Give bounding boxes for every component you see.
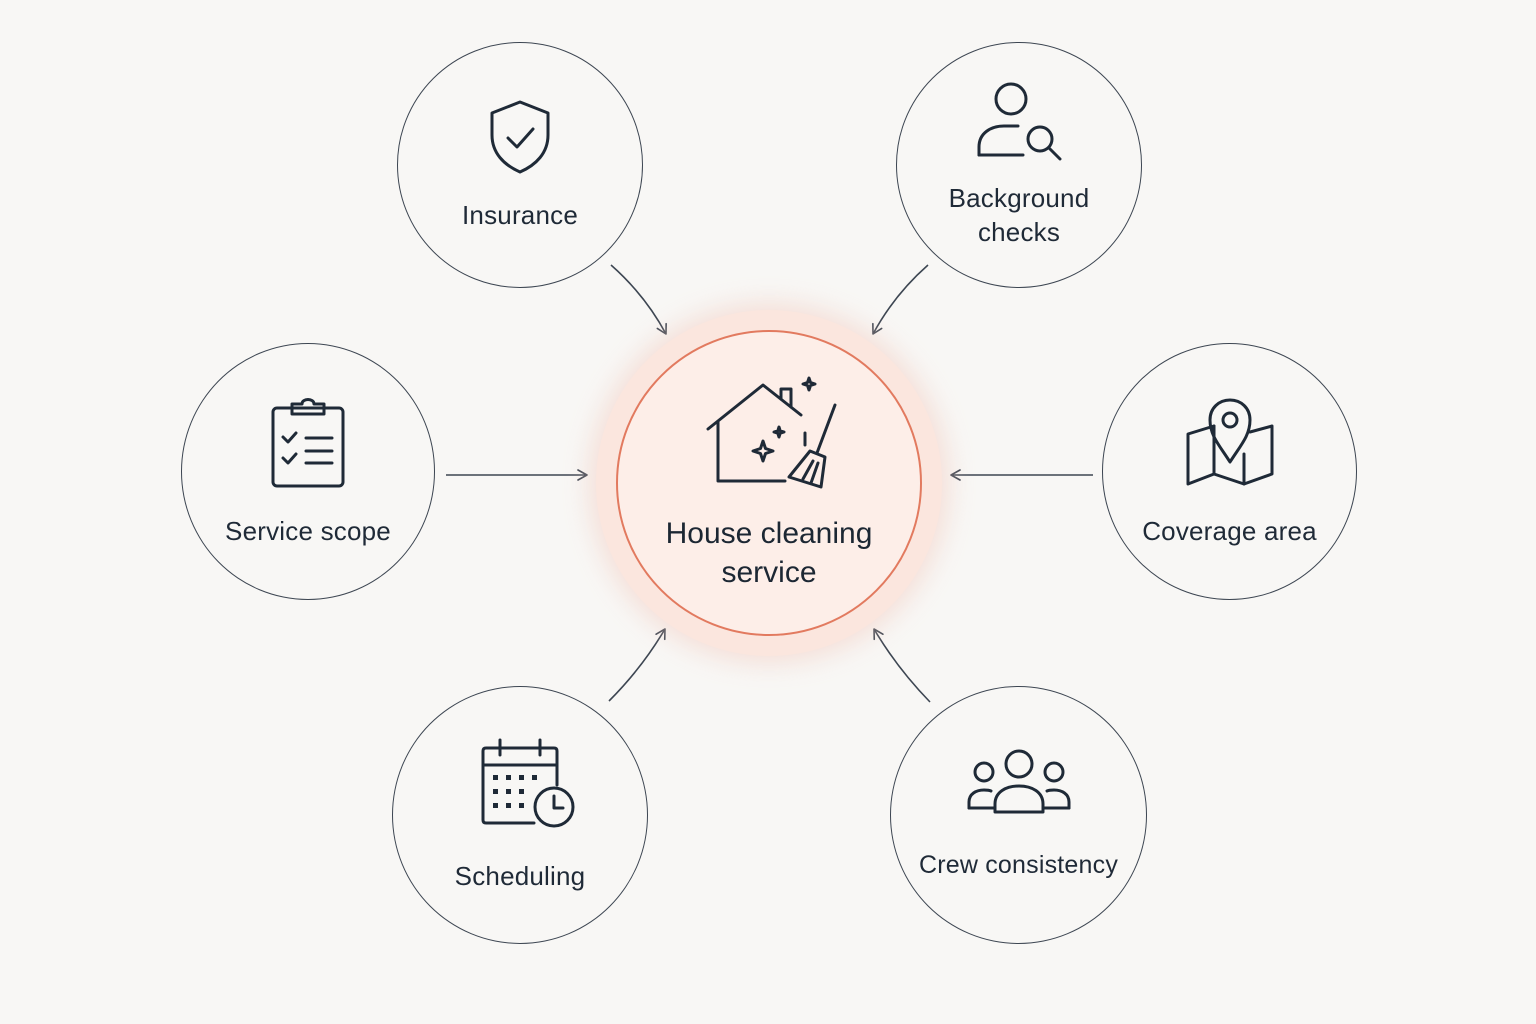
person-search-icon bbox=[973, 81, 1065, 161]
node-service-scope: Service scope bbox=[181, 343, 435, 600]
arrow-background bbox=[872, 264, 929, 335]
clipboard-checklist-icon bbox=[270, 396, 346, 490]
center-label: House cleaning service bbox=[665, 516, 873, 589]
calendar-clock-icon bbox=[480, 737, 576, 829]
node-label: Crew consistency bbox=[918, 851, 1119, 879]
node-label: Insurance bbox=[462, 200, 578, 230]
node-background-checks: Background checks bbox=[896, 42, 1142, 288]
arrow-scheduling bbox=[608, 628, 666, 702]
shield-check-icon bbox=[487, 98, 553, 176]
arrow-insurance bbox=[610, 264, 667, 335]
house-cleaning-icon bbox=[705, 375, 843, 500]
map-pin-icon bbox=[1184, 396, 1276, 488]
node-crew-consistency: Crew consistency bbox=[890, 686, 1147, 944]
node-label: Background checks bbox=[948, 183, 1090, 247]
node-label: Coverage area bbox=[1142, 515, 1317, 546]
node-coverage-area: Coverage area bbox=[1102, 343, 1357, 600]
team-icon bbox=[966, 748, 1072, 816]
node-label: Scheduling bbox=[454, 861, 586, 891]
node-insurance: Insurance bbox=[397, 42, 643, 288]
node-label: Service scope bbox=[225, 515, 391, 546]
node-scheduling: Scheduling bbox=[392, 686, 648, 944]
arrow-crew bbox=[873, 628, 931, 703]
center-node-house-cleaning: House cleaning service bbox=[616, 330, 922, 636]
